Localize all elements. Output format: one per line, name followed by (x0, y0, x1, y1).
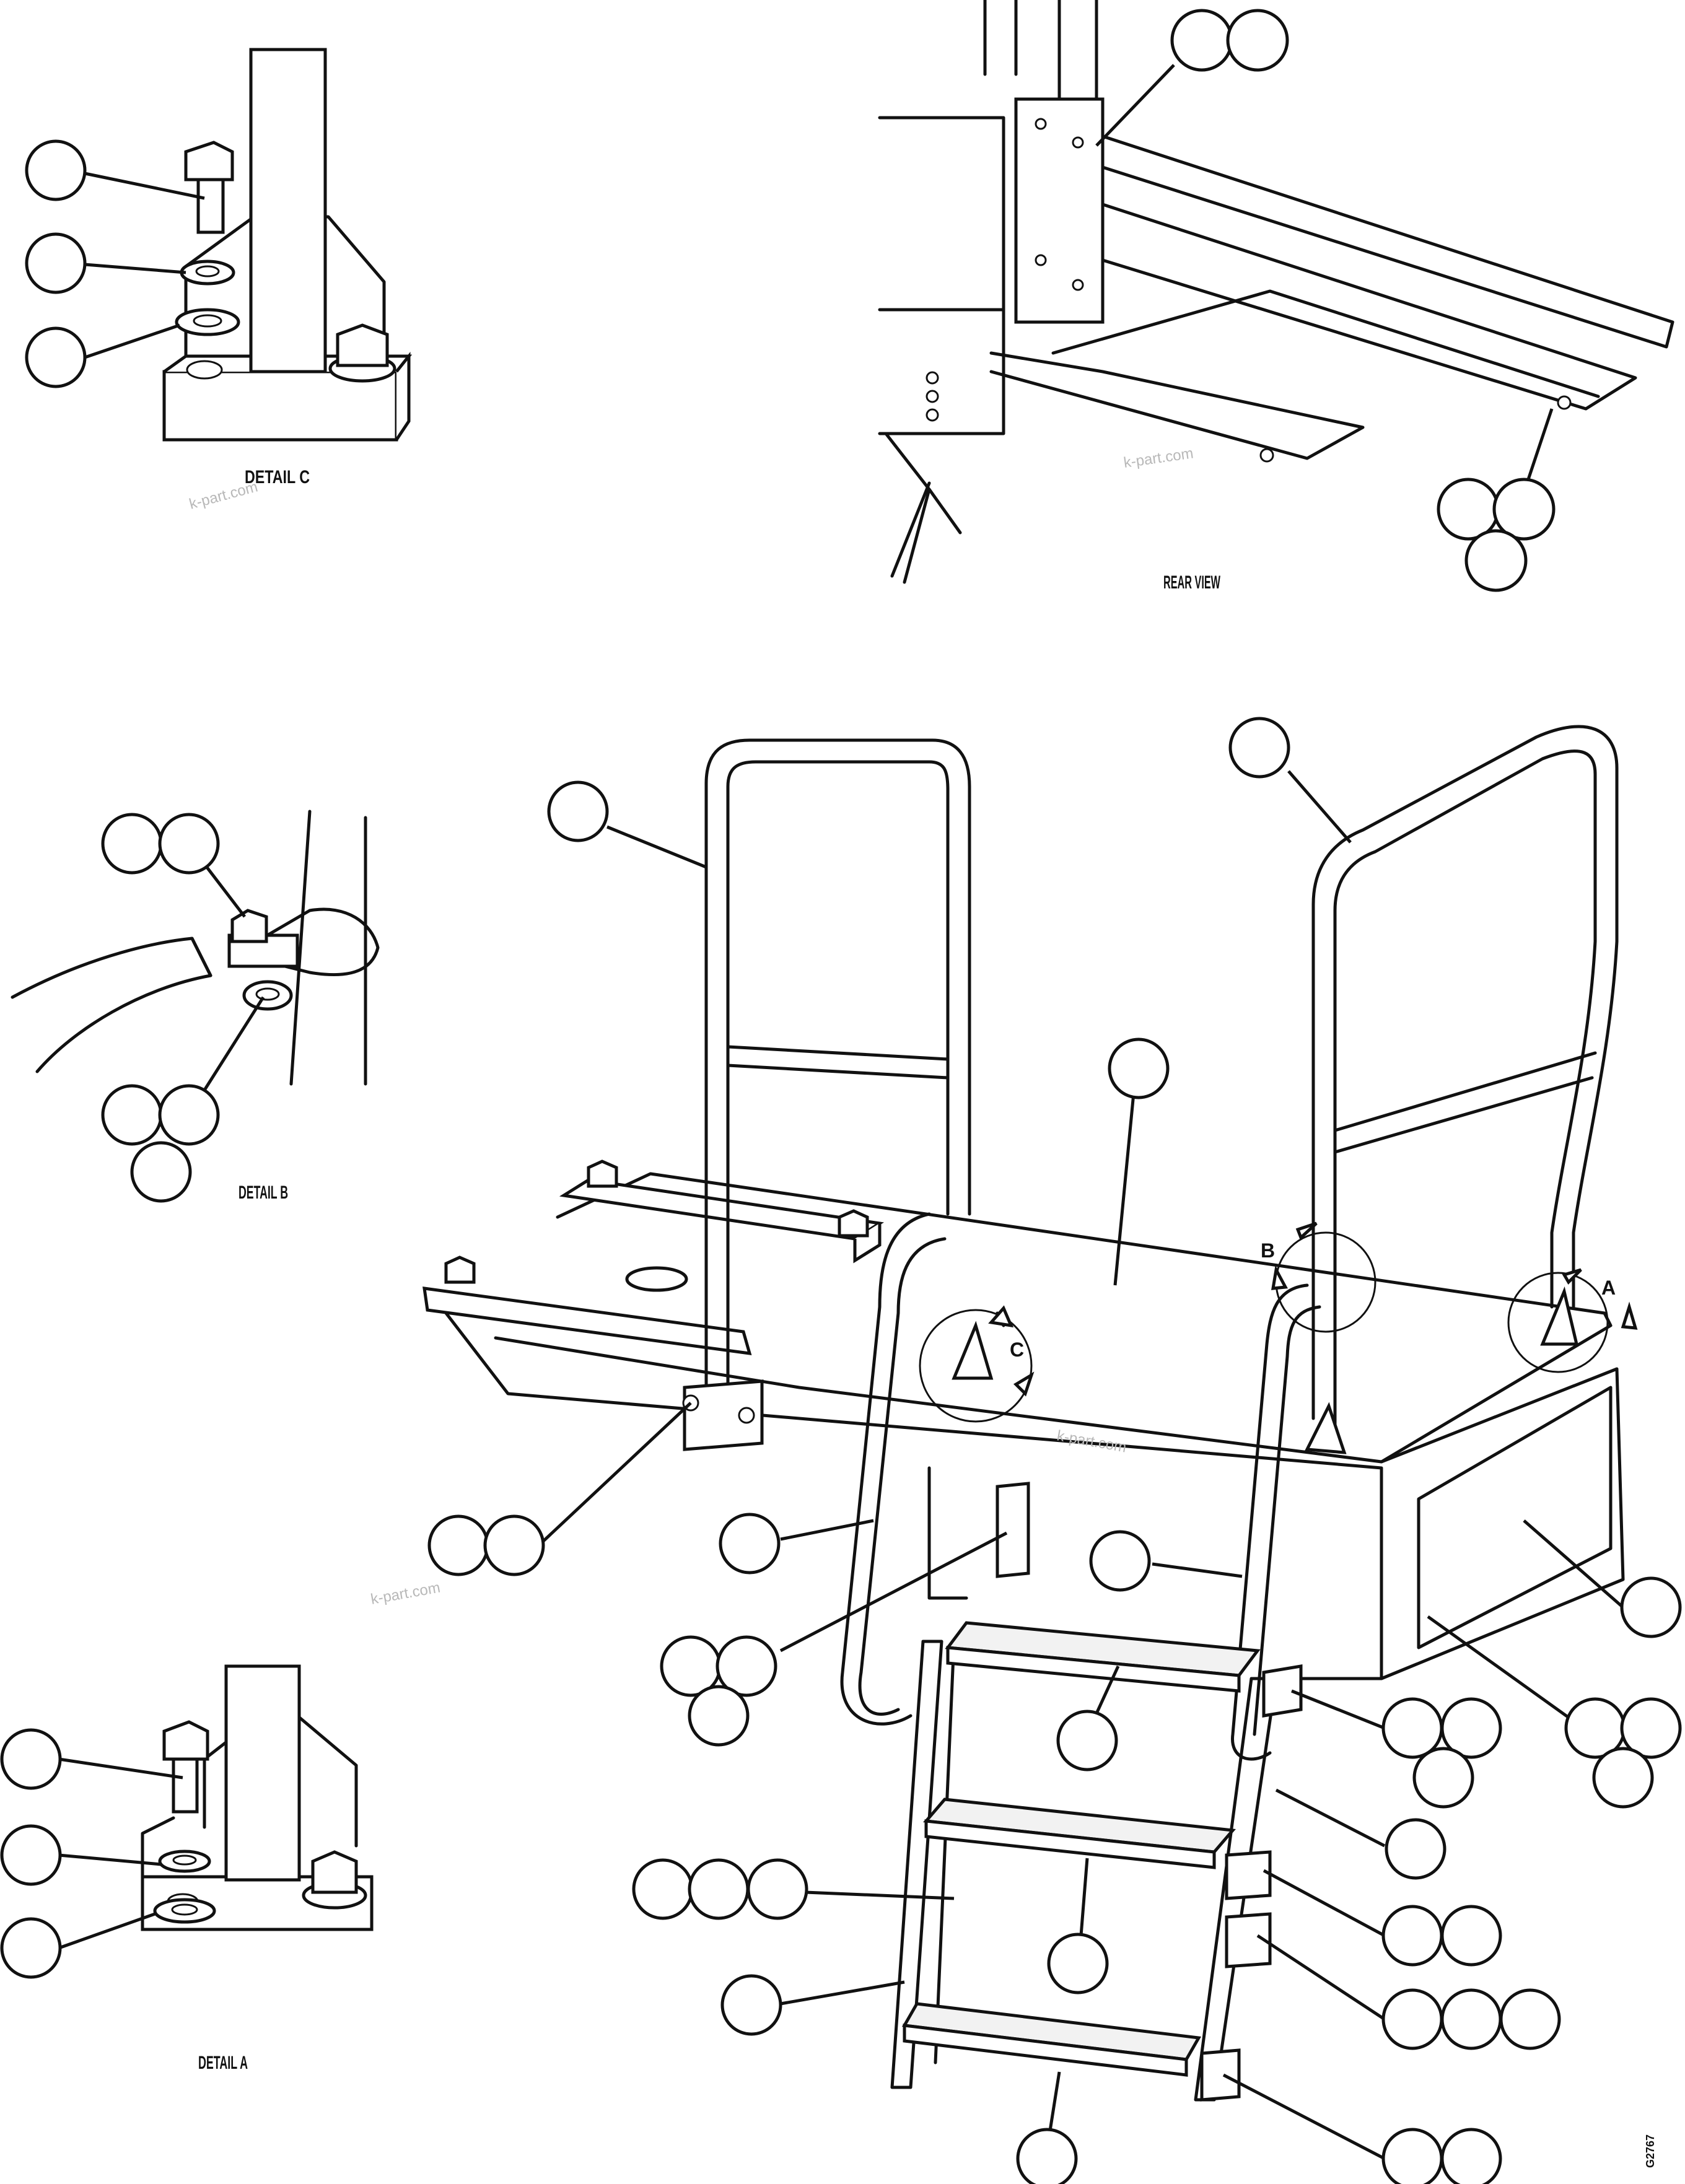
detail-b-label: DETAIL B (239, 1182, 288, 1203)
detail-b-drawing (11, 810, 380, 1086)
callout-bubble (1385, 1818, 1446, 1880)
callouts-detail-c (25, 139, 205, 388)
callout-bubble (746, 1858, 808, 1920)
callout-bubble (0, 1728, 62, 1790)
callout-bubble (1437, 478, 1500, 541)
callout-bubble (1592, 1747, 1654, 1809)
callout-bubble (1440, 1697, 1502, 1759)
callout-bubble (1381, 1905, 1443, 1967)
callout-bubble (1620, 1576, 1682, 1638)
marker-b: B (1261, 1239, 1275, 1262)
callout-bubble (25, 326, 87, 388)
watermark-4: k-part.com (369, 1579, 441, 1608)
callout-bubble (688, 1685, 750, 1747)
callout-bubble (1499, 1988, 1561, 2050)
callout-bubble (1170, 9, 1233, 72)
main-assembly-drawing (422, 725, 1625, 2102)
callout-bubble (1108, 1037, 1170, 1099)
callout-bubble (632, 1858, 694, 1920)
detail-c-drawing (162, 48, 413, 442)
marker-c: C (1010, 1339, 1024, 1361)
marker-a: A (1601, 1277, 1616, 1299)
callout-bubble (1492, 478, 1556, 541)
callout-bubble (688, 1858, 750, 1920)
watermark-1: k-part.com (188, 478, 260, 512)
callout-bubble (1089, 1530, 1151, 1592)
detail-a-drawing (141, 1664, 374, 1931)
callout-bubble (1381, 2128, 1443, 2184)
callout-bubble (1464, 529, 1528, 592)
callout-bubble (1440, 1988, 1502, 2050)
callouts-detail-b (101, 813, 265, 1203)
callout-bubble (1056, 1710, 1118, 1771)
callout-bubble (158, 813, 220, 875)
callout-bubble (1620, 1697, 1682, 1759)
callout-bubble (716, 1635, 777, 1697)
callout-bubble (0, 1917, 62, 1979)
callout-bubble (427, 1514, 489, 1576)
detail-markers (988, 1221, 1638, 1397)
callout-bubble (158, 1084, 220, 1146)
callout-bubble (1381, 1988, 1443, 2050)
rear-view-label: REAR VIEW (1163, 572, 1220, 593)
callout-bubble (25, 232, 87, 294)
callouts-main (427, 717, 1682, 2184)
callout-bubble (1226, 9, 1289, 72)
callout-bubble (719, 1513, 781, 1575)
callouts-detail-a (0, 1728, 183, 1979)
callout-bubble (547, 780, 609, 842)
callout-bubble (101, 1084, 163, 1146)
callout-bubble (720, 1974, 782, 2036)
callout-bubble (0, 1824, 62, 1886)
drawing-code: G2767 (1644, 2134, 1657, 2168)
callout-bubble (1412, 1747, 1474, 1809)
callout-bubble (1016, 2128, 1078, 2184)
rear-view-drawing (878, 0, 1674, 584)
callout-bubble (1381, 1697, 1443, 1759)
callout-bubble (1047, 1933, 1109, 1994)
callout-bubble (130, 1141, 192, 1203)
detail-a-label: DETAIL A (198, 2053, 248, 2073)
callout-bubble (483, 1514, 545, 1576)
watermark-2: k-part.com (1123, 445, 1194, 471)
callout-bubble (1440, 2128, 1502, 2184)
callouts-rear-view (1095, 9, 1556, 592)
callout-bubble (101, 813, 163, 875)
detail-c-label: DETAIL C (245, 467, 310, 487)
callout-bubble (1228, 717, 1290, 779)
watermark-3: k-part.com (1056, 1427, 1127, 1456)
callout-bubble (25, 139, 87, 201)
callout-bubble (1440, 1905, 1502, 1967)
